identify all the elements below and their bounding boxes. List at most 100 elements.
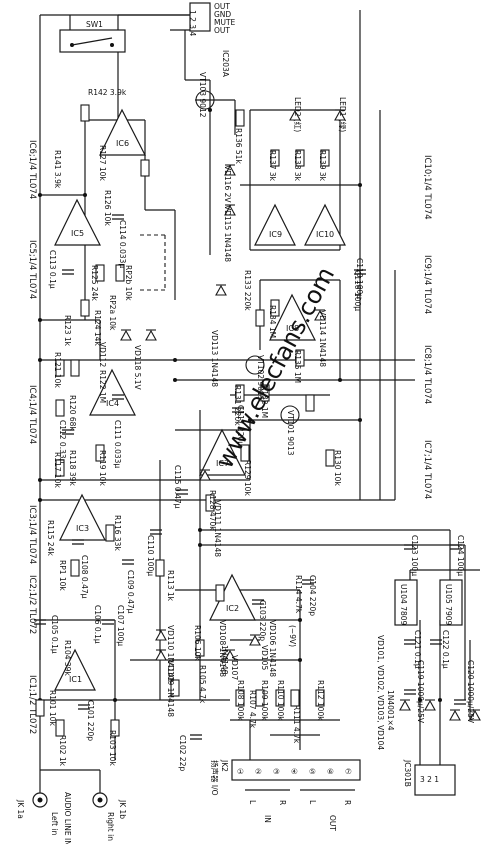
label-c113: C113 0.1μ (48, 250, 57, 289)
ic2-description: IC2;1/2 TL072 (27, 575, 37, 634)
label-neg9v: (−9V) (288, 625, 297, 647)
input-jacks: JK 1a Left in AUDIO LINE IN Right in JK … (16, 769, 127, 844)
c122-label: C122 0.1μ (441, 630, 450, 669)
label-led1: LED1 (绿) (338, 97, 347, 132)
label-r132: R132 1M (260, 385, 269, 418)
ic5-description: IC5;1/4 TL074 (27, 240, 37, 299)
label-r102: R102 1k (58, 735, 67, 767)
jk2-pin-3: ③ (273, 767, 280, 776)
c124-label: C124 100μ (456, 535, 465, 576)
right-in-label: Right in (106, 812, 115, 841)
label-rp2b: RP2b 10k (124, 265, 133, 301)
label-r106: R106 10k (193, 625, 202, 661)
amp-label-ic5: IC5 (71, 229, 84, 238)
label-r110: R110 100k (276, 680, 285, 721)
label-c111: C111 0.033μ (113, 420, 122, 468)
wiring (39, 10, 480, 770)
jk2-out-label: OUT (328, 815, 337, 831)
c123-label: C123 100μ (410, 535, 419, 576)
label-vd108: VD108 1N4148 (218, 620, 227, 677)
label-r125: R125 24k (90, 265, 99, 301)
ic10-description: IC10;1/4 TL074 (422, 155, 432, 220)
amp-label-ic4: IC4 (106, 399, 119, 408)
label-c106: C106 0.1μ (93, 605, 102, 644)
label-c115: C115 0.47μ (173, 465, 182, 509)
label-r130: R130 10k (333, 450, 342, 486)
label-c104: C104 220p (308, 575, 317, 616)
label-r128: R128 470k (208, 490, 217, 531)
label-vd115: VD115 1N4148 (223, 205, 232, 262)
label-r105: R105 4.7k (198, 665, 207, 704)
label-c118: C118 100μ (355, 258, 364, 299)
junction-dots (38, 38, 442, 702)
label-r114: R114 4.7k (294, 575, 303, 614)
label-c112: C112 0.33μ (58, 420, 67, 464)
label-vd107: VD107 (230, 655, 239, 680)
label-vd114: VD114 1N4148 (318, 310, 327, 367)
c120-label: C120 1000μ/25V (466, 660, 475, 724)
op-amp-ic10: IC10 (304, 203, 346, 246)
diode-note-2: 1N4001×4 (386, 690, 395, 731)
jk2-pin-1: ① (237, 767, 244, 776)
label-1n4148: 1N4148 (220, 645, 229, 675)
label-led2: LED2 (红) (293, 97, 303, 132)
label-r111: R111 4.7k (292, 705, 301, 744)
label-vd109: VD109 1N4148 (166, 660, 175, 717)
label-c108: C108 0.47μ (80, 555, 89, 599)
amp-label-ic2: IC2 (226, 604, 239, 613)
jk1b-label: JK 1b (118, 799, 127, 819)
ic7-description: IC7;1/4 TL074 (422, 440, 432, 499)
amp-label-ic7: IC7 (216, 459, 229, 468)
label-r104: R104 39k (63, 640, 72, 676)
amp-label-ic9: IC9 (269, 230, 282, 239)
label-c117: C117 220μ (236, 405, 245, 446)
label-r136: R136 51k (234, 128, 243, 164)
power-supply: U104 7809 U105 7909 3 2 1 JC301B C120 10… (376, 535, 475, 796)
op-amp-ic8: IC8 (269, 293, 316, 341)
op-amp-ic1: IC1 (54, 648, 96, 691)
jc301b-label: JC301B (403, 759, 412, 787)
label-c116: C116 100μ (353, 270, 362, 311)
label-r108: R108 100k (236, 680, 245, 721)
label-r113: R113 1k (166, 570, 175, 602)
label-c114: C114 0.033μ (118, 220, 127, 268)
jk2-pin-6: ⑥ (327, 767, 334, 776)
ic4-description: IC4;1/4 TL074 (27, 385, 37, 444)
pin-out-1: OUT (214, 2, 230, 11)
label-c102: C102 22p (178, 735, 187, 771)
switch-sw1: SW1 (59, 20, 126, 53)
watermark-text: www.elecfans.com (211, 262, 341, 472)
jk2-out-l: L (308, 800, 317, 805)
label-r137: R137 3k (268, 150, 277, 182)
op-amp-ic9: IC9 (254, 203, 296, 246)
label-vd112: VD112 (98, 342, 107, 367)
diode-note: VD101, VD102, VD103, VD104 (376, 635, 385, 750)
label-c109: C109 0.47μ (126, 570, 135, 614)
label-r131: R131 220k (233, 385, 242, 426)
label-vd113: VD113 1N4148 (210, 330, 219, 387)
label-r118: R118 39k (68, 450, 77, 486)
jk2-pin-4: ④ (291, 767, 298, 776)
label-r127: R127 10k (98, 145, 107, 181)
ic1-description: IC1;1/2 TL072 (27, 675, 37, 734)
label-c101: C101 220p (86, 700, 95, 741)
label-r122: R122 1M (98, 370, 107, 403)
jk2-connector: ① ② ③ ④ ⑤ ⑥ ⑦ JK2 扬声器 I/O IN OUT L R L R (210, 759, 361, 831)
label-r135: R135 1M (293, 350, 302, 383)
label-vd111: VD111 1N4148 (213, 500, 222, 557)
left-in-label: Left in (50, 812, 59, 836)
jk2-in-l: L (248, 800, 257, 805)
label-r120: R120 68k (68, 395, 77, 431)
label-r124: R124 14k (93, 310, 102, 346)
c121-label: C121 0.1μ (413, 630, 422, 669)
jk2-label: JK2 (220, 759, 229, 772)
label-r115: R115 24k (46, 520, 55, 556)
c119-label: C119 1000μ/25V (416, 660, 425, 724)
label-r101: R101 10k (48, 690, 57, 726)
jk2-in-r: R (278, 800, 287, 805)
label-c107: C107 100μ (116, 605, 125, 646)
label-r133: R133 220k (243, 270, 252, 311)
label-vd105: VD105 (260, 645, 269, 670)
u105-label: U105 7909 (444, 584, 453, 626)
